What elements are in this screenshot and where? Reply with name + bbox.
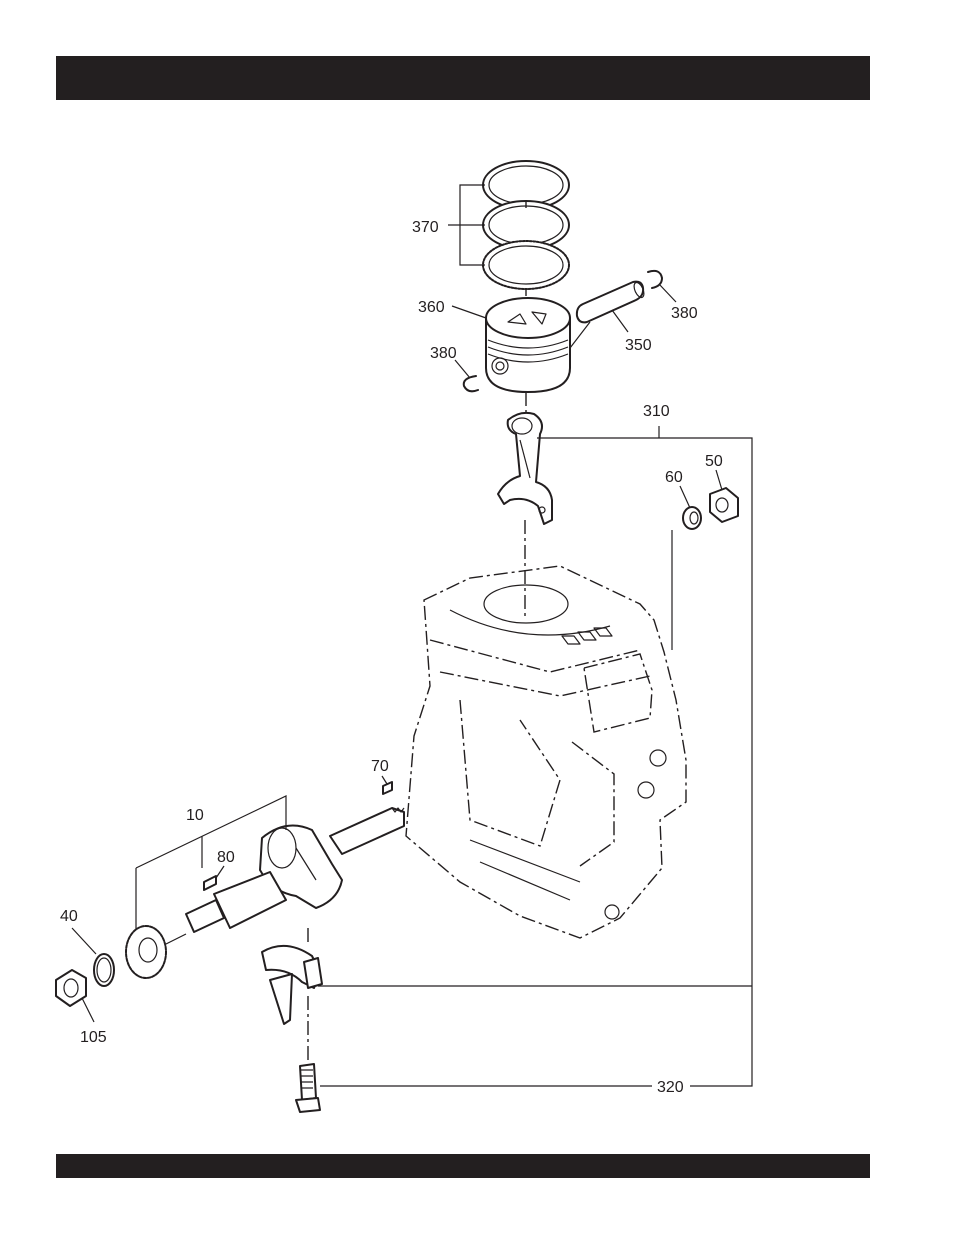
label-350: 350: [625, 337, 652, 354]
piston: [486, 298, 570, 392]
label-320: 320: [657, 1079, 684, 1096]
key-80: [204, 876, 216, 890]
label-60: 60: [665, 469, 683, 486]
label-370: 370: [412, 219, 439, 236]
label-380-right: 380: [671, 305, 698, 322]
label-40: 40: [60, 908, 78, 925]
label-10: 10: [186, 807, 204, 824]
rod-cap: [262, 946, 322, 1024]
crank-gear: [126, 926, 166, 978]
cylinder-block: [406, 566, 686, 938]
label-50: 50: [705, 453, 723, 470]
woodruff-key-70: [383, 782, 392, 794]
label-105: 105: [80, 1029, 107, 1046]
label-360: 360: [418, 299, 445, 316]
nut: [710, 488, 738, 522]
bolt-320: [296, 1064, 320, 1112]
label-310: 310: [643, 403, 670, 420]
circlip-left: [464, 376, 478, 391]
washer: [683, 507, 701, 529]
nut-105: [56, 970, 86, 1006]
connecting-rod: [498, 413, 552, 524]
label-80: 80: [217, 849, 235, 866]
label-380-left: 380: [430, 345, 457, 362]
crankshaft: [186, 808, 404, 932]
label-70: 70: [371, 758, 389, 775]
piston-rings: [483, 161, 569, 289]
piston-pin: [577, 281, 646, 322]
